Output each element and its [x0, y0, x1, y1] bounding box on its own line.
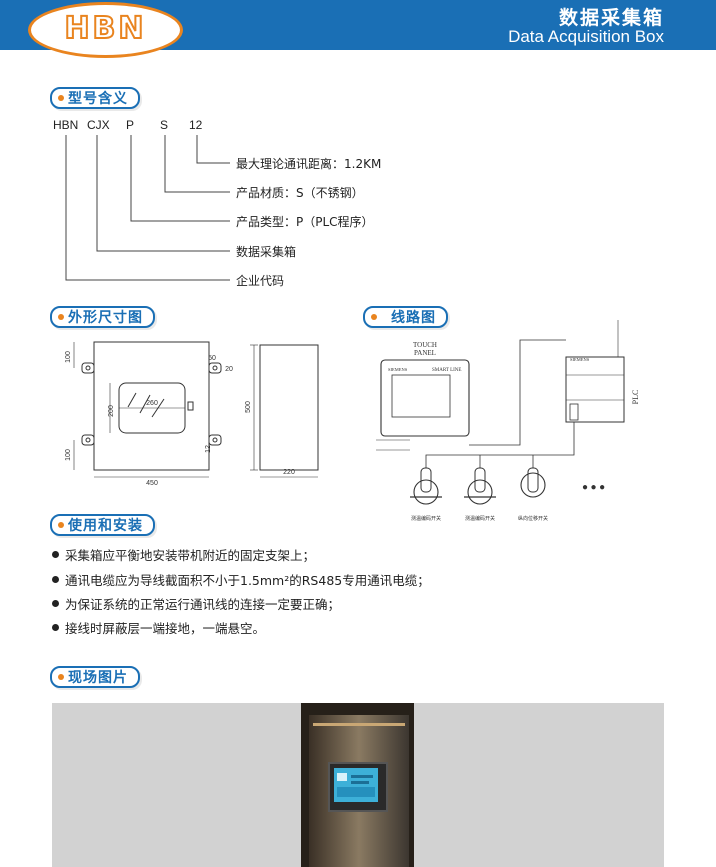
plc-box [565, 356, 625, 423]
bullet-icon [52, 600, 59, 607]
bullet-icon [52, 576, 59, 583]
model-desc-material: 产品材质：S（不锈钢） [236, 186, 364, 200]
section-model-title: 型号含义 [68, 91, 128, 107]
usage-item-text: 通讯电缆应为导线截面积不小于1.5mm²的RS485专用通讯电缆； [65, 573, 430, 588]
usage-item-text: 接线时屏蔽层一端接地，一端悬空。 [65, 621, 266, 636]
section-wiring-tag: 线路图 [363, 306, 448, 328]
siemens-label-panel: SIEMENS [388, 367, 408, 372]
lock-icon [187, 401, 194, 411]
model-desc-company: 企业代码 [236, 274, 285, 288]
model-leader-lines [65, 135, 230, 281]
usage-item: 接线时屏蔽层一端接地，一端悬空。 [52, 618, 265, 637]
sensor-3-icon [520, 472, 546, 498]
model-code-cjx: CJX [87, 118, 110, 132]
dim-label-100-top: 100 [65, 351, 72, 363]
dim-label-500: 500 [245, 401, 252, 413]
front-view-box [93, 341, 210, 471]
usage-item-text: 为保证系统的正常运行通讯线的连接一定要正确； [65, 597, 341, 612]
touch-panel-label-2: PANEL [414, 349, 436, 357]
touch-panel-label-1: TOUCH [413, 341, 437, 349]
model-desc-product: 数据采集箱 [236, 245, 297, 259]
page-title: 数据采集箱 [558, 7, 664, 29]
siemens-label-plc: SIEMENS [570, 357, 590, 362]
model-desc-distance: 最大理论通讯距离：1.2KM [236, 157, 382, 171]
dim-label-100-bottom: 100 [65, 449, 72, 461]
dimension-drawing: 100 200 260 100 450 50 20 12 500 220 [65, 341, 319, 485]
usage-item: 为保证系统的正常运行通讯线的连接一定要正确； [52, 594, 340, 613]
dim-label-50: 50 [208, 355, 216, 362]
more-sensors-ellipsis: ● ● ● [582, 482, 605, 493]
plc-label: PLC [631, 390, 640, 405]
bullet-icon [52, 624, 59, 631]
model-code-p: P [126, 118, 135, 132]
section-photo-title: 现场图片 [68, 670, 128, 686]
dim-label-220: 220 [283, 469, 295, 476]
sensor-label-2: 测温编码开关 [465, 515, 495, 522]
section-photo-tag: 现场图片 [50, 666, 140, 688]
usage-item: 通讯电缆应为导线截面积不小于1.5mm²的RS485专用通讯电缆； [52, 570, 430, 589]
wiring-diagram: TOUCH PANEL SMART LINE SIEMENS SIEMENS P… [376, 320, 640, 522]
section-usage-title: 使用和安装 [68, 518, 143, 534]
usage-item-text: 采集箱应平衡地安装带机附近的固定支架上； [65, 548, 316, 563]
section-wiring-title: 线路图 [391, 310, 436, 326]
bullet-dot-icon [58, 522, 64, 528]
sensor-2-icon [467, 479, 493, 505]
site-photo-illustration [301, 703, 414, 867]
sensor-label-1: 测温编码开关 [411, 515, 441, 522]
sensor-1-icon [413, 479, 439, 505]
dim-label-450: 450 [146, 480, 158, 485]
sensor-label-3: 纵向位移开关 [518, 515, 548, 522]
dim-label-12: 12 [205, 445, 212, 453]
touch-panel-frame [380, 359, 470, 437]
section-model-tag: 型号含义 [50, 87, 140, 109]
model-desc-type: 产品类型：P（PLC程序） [236, 215, 374, 229]
section-dimensions-title: 外形尺寸图 [68, 310, 143, 326]
page-subtitle: Data Acquisition Box [508, 27, 664, 46]
dim-label-200: 200 [108, 405, 115, 417]
logo-text: HBN [63, 10, 147, 47]
side-view-box [259, 344, 319, 471]
model-code-hbn: HBN [53, 118, 79, 132]
model-code-12: 12 [189, 118, 203, 132]
usage-item: 采集箱应平衡地安装带机附近的固定支架上； [52, 545, 315, 564]
smart-line-label: SMART LINE [432, 368, 461, 373]
dim-label-20: 20 [225, 366, 233, 373]
bullet-dot-icon [371, 314, 377, 320]
touch-panel-screen [391, 374, 451, 418]
section-dimensions-tag: 外形尺寸图 [50, 306, 155, 328]
bullet-dot-icon [58, 95, 64, 101]
model-code-s: S [160, 118, 169, 132]
section-usage-tag: 使用和安装 [50, 514, 155, 536]
bullet-dot-icon [58, 674, 64, 680]
bullet-dot-icon [58, 314, 64, 320]
dim-label-260: 260 [146, 400, 158, 407]
site-photo [301, 703, 414, 867]
bullet-icon [52, 551, 59, 558]
company-logo: HBN [28, 2, 183, 58]
